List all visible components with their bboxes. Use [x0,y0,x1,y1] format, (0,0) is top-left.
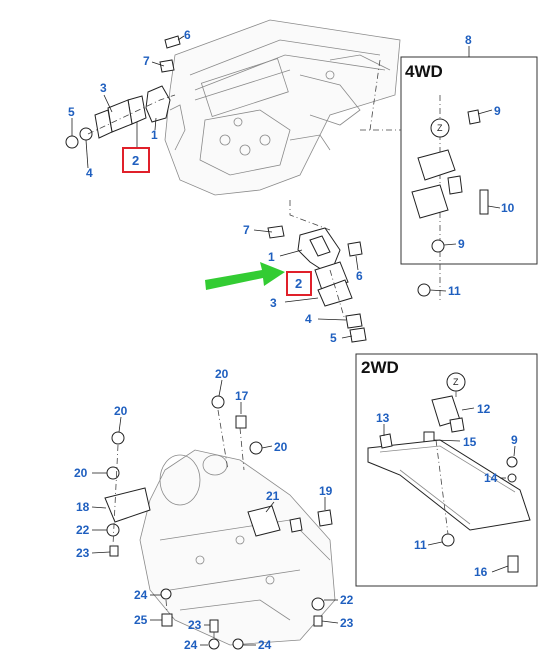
callout-20: 20 [215,367,229,381]
callout-5: 5 [68,105,75,119]
callout-11: 11 [414,538,427,552]
callout-22: 22 [76,523,90,537]
circle-mark-z: Z [437,123,443,133]
callout-14: 14 [484,471,498,485]
callout-15: 15 [463,435,477,449]
callout-9: 9 [511,433,518,447]
four-wd-callout-8: 8 [465,33,472,47]
callout-11: 11 [448,284,461,298]
four-wd-title: 4WD [405,62,443,81]
pointer-arrow [205,262,285,290]
callout-22: 22 [340,593,354,607]
callout-21: 21 [266,489,280,503]
two-wd-frame [355,353,538,587]
bottom-fasteners [106,395,325,650]
callout-3: 3 [100,81,107,95]
callout-17: 17 [235,389,249,403]
callout-19: 19 [319,484,333,498]
callout-10: 10 [501,201,515,215]
callout-23: 23 [188,618,202,632]
callout-24: 24 [184,638,198,652]
callout-20: 20 [274,440,288,454]
callout-3: 3 [270,296,277,310]
engine-side-mount-parts [65,35,181,149]
callout-4: 4 [86,166,93,180]
callout-25: 25 [134,613,148,627]
highlight-box-top [122,147,150,173]
callout-16: 16 [474,565,488,579]
two-wd-title: 2WD [361,358,399,377]
highlighted-callout-2-top: 2 [132,153,139,168]
middle-mount-parts [267,200,367,343]
circle-mark-z: Z [453,377,459,387]
transmission-mount-illustration [104,449,336,646]
highlight-box-middle [286,271,312,296]
two-wd-panel: 2WD Z [355,353,538,587]
callout-24: 24 [134,588,148,602]
callout-6: 6 [184,28,191,42]
four-wd-panel: 8 4WD Z [360,33,538,300]
callout-4: 4 [305,312,312,326]
callout-9: 9 [494,104,501,118]
callout-7: 7 [143,54,150,68]
callout-23: 23 [340,616,354,630]
engine-block-illustration [164,19,401,196]
callout-6: 6 [356,269,363,283]
callout-20: 20 [114,404,128,418]
callout-1: 1 [268,250,275,264]
callout-24: 24 [258,638,272,652]
callout-7: 7 [243,223,250,237]
highlighted-callout-2-middle: 2 [295,276,302,291]
callout-12: 12 [477,402,491,416]
callout-13: 13 [376,411,390,425]
callout-23: 23 [76,546,90,560]
callout-18: 18 [76,500,90,514]
callout-9: 9 [458,237,465,251]
callout-20: 20 [74,466,88,480]
callout-5: 5 [330,331,337,345]
callout-1: 1 [151,128,158,142]
